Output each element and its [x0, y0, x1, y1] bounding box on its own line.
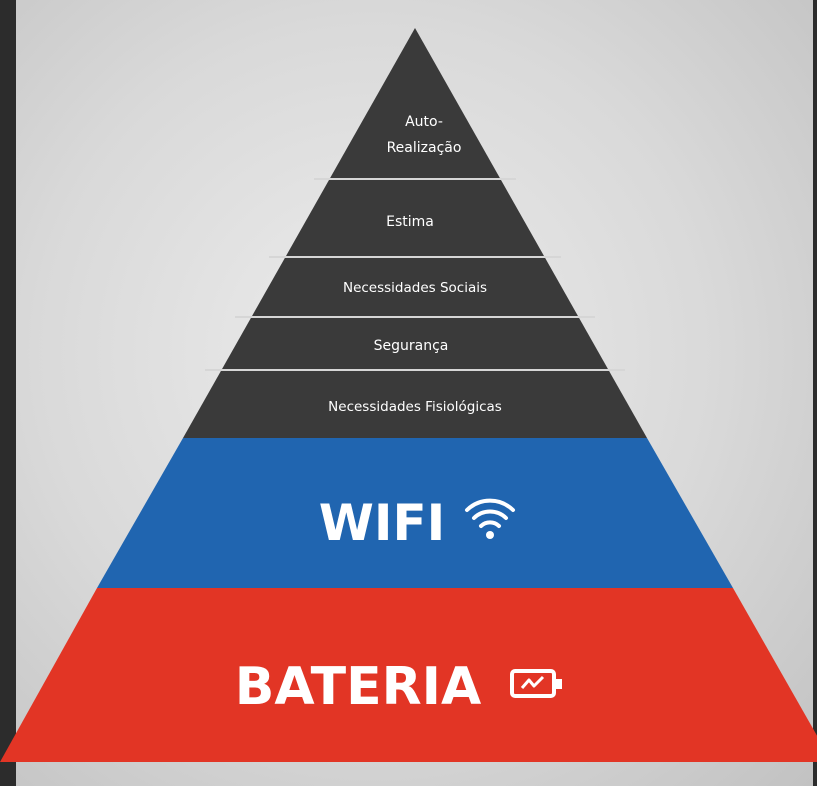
pyramid-battery-band: [0, 588, 817, 762]
bateria-label: BATERIA: [235, 657, 481, 717]
wifi-label: WIFI: [319, 494, 446, 552]
pyramid-dark-section: [183, 28, 647, 438]
level-label-autorealizacao-line1: Auto-: [405, 114, 443, 130]
level-label-fisiologicas: Necessidades Fisiológicas: [328, 399, 502, 415]
level-label-seguranca: Segurança: [374, 338, 449, 354]
level-label-sociais: Necessidades Sociais: [343, 280, 487, 296]
level-label-estima: Estima: [386, 214, 434, 230]
pyramid-wifi-band: [97, 438, 733, 588]
wifi-icon: [465, 498, 515, 539]
battery-charging-icon: [510, 669, 562, 698]
level-label-autorealizacao-line2: Realização: [387, 140, 462, 156]
